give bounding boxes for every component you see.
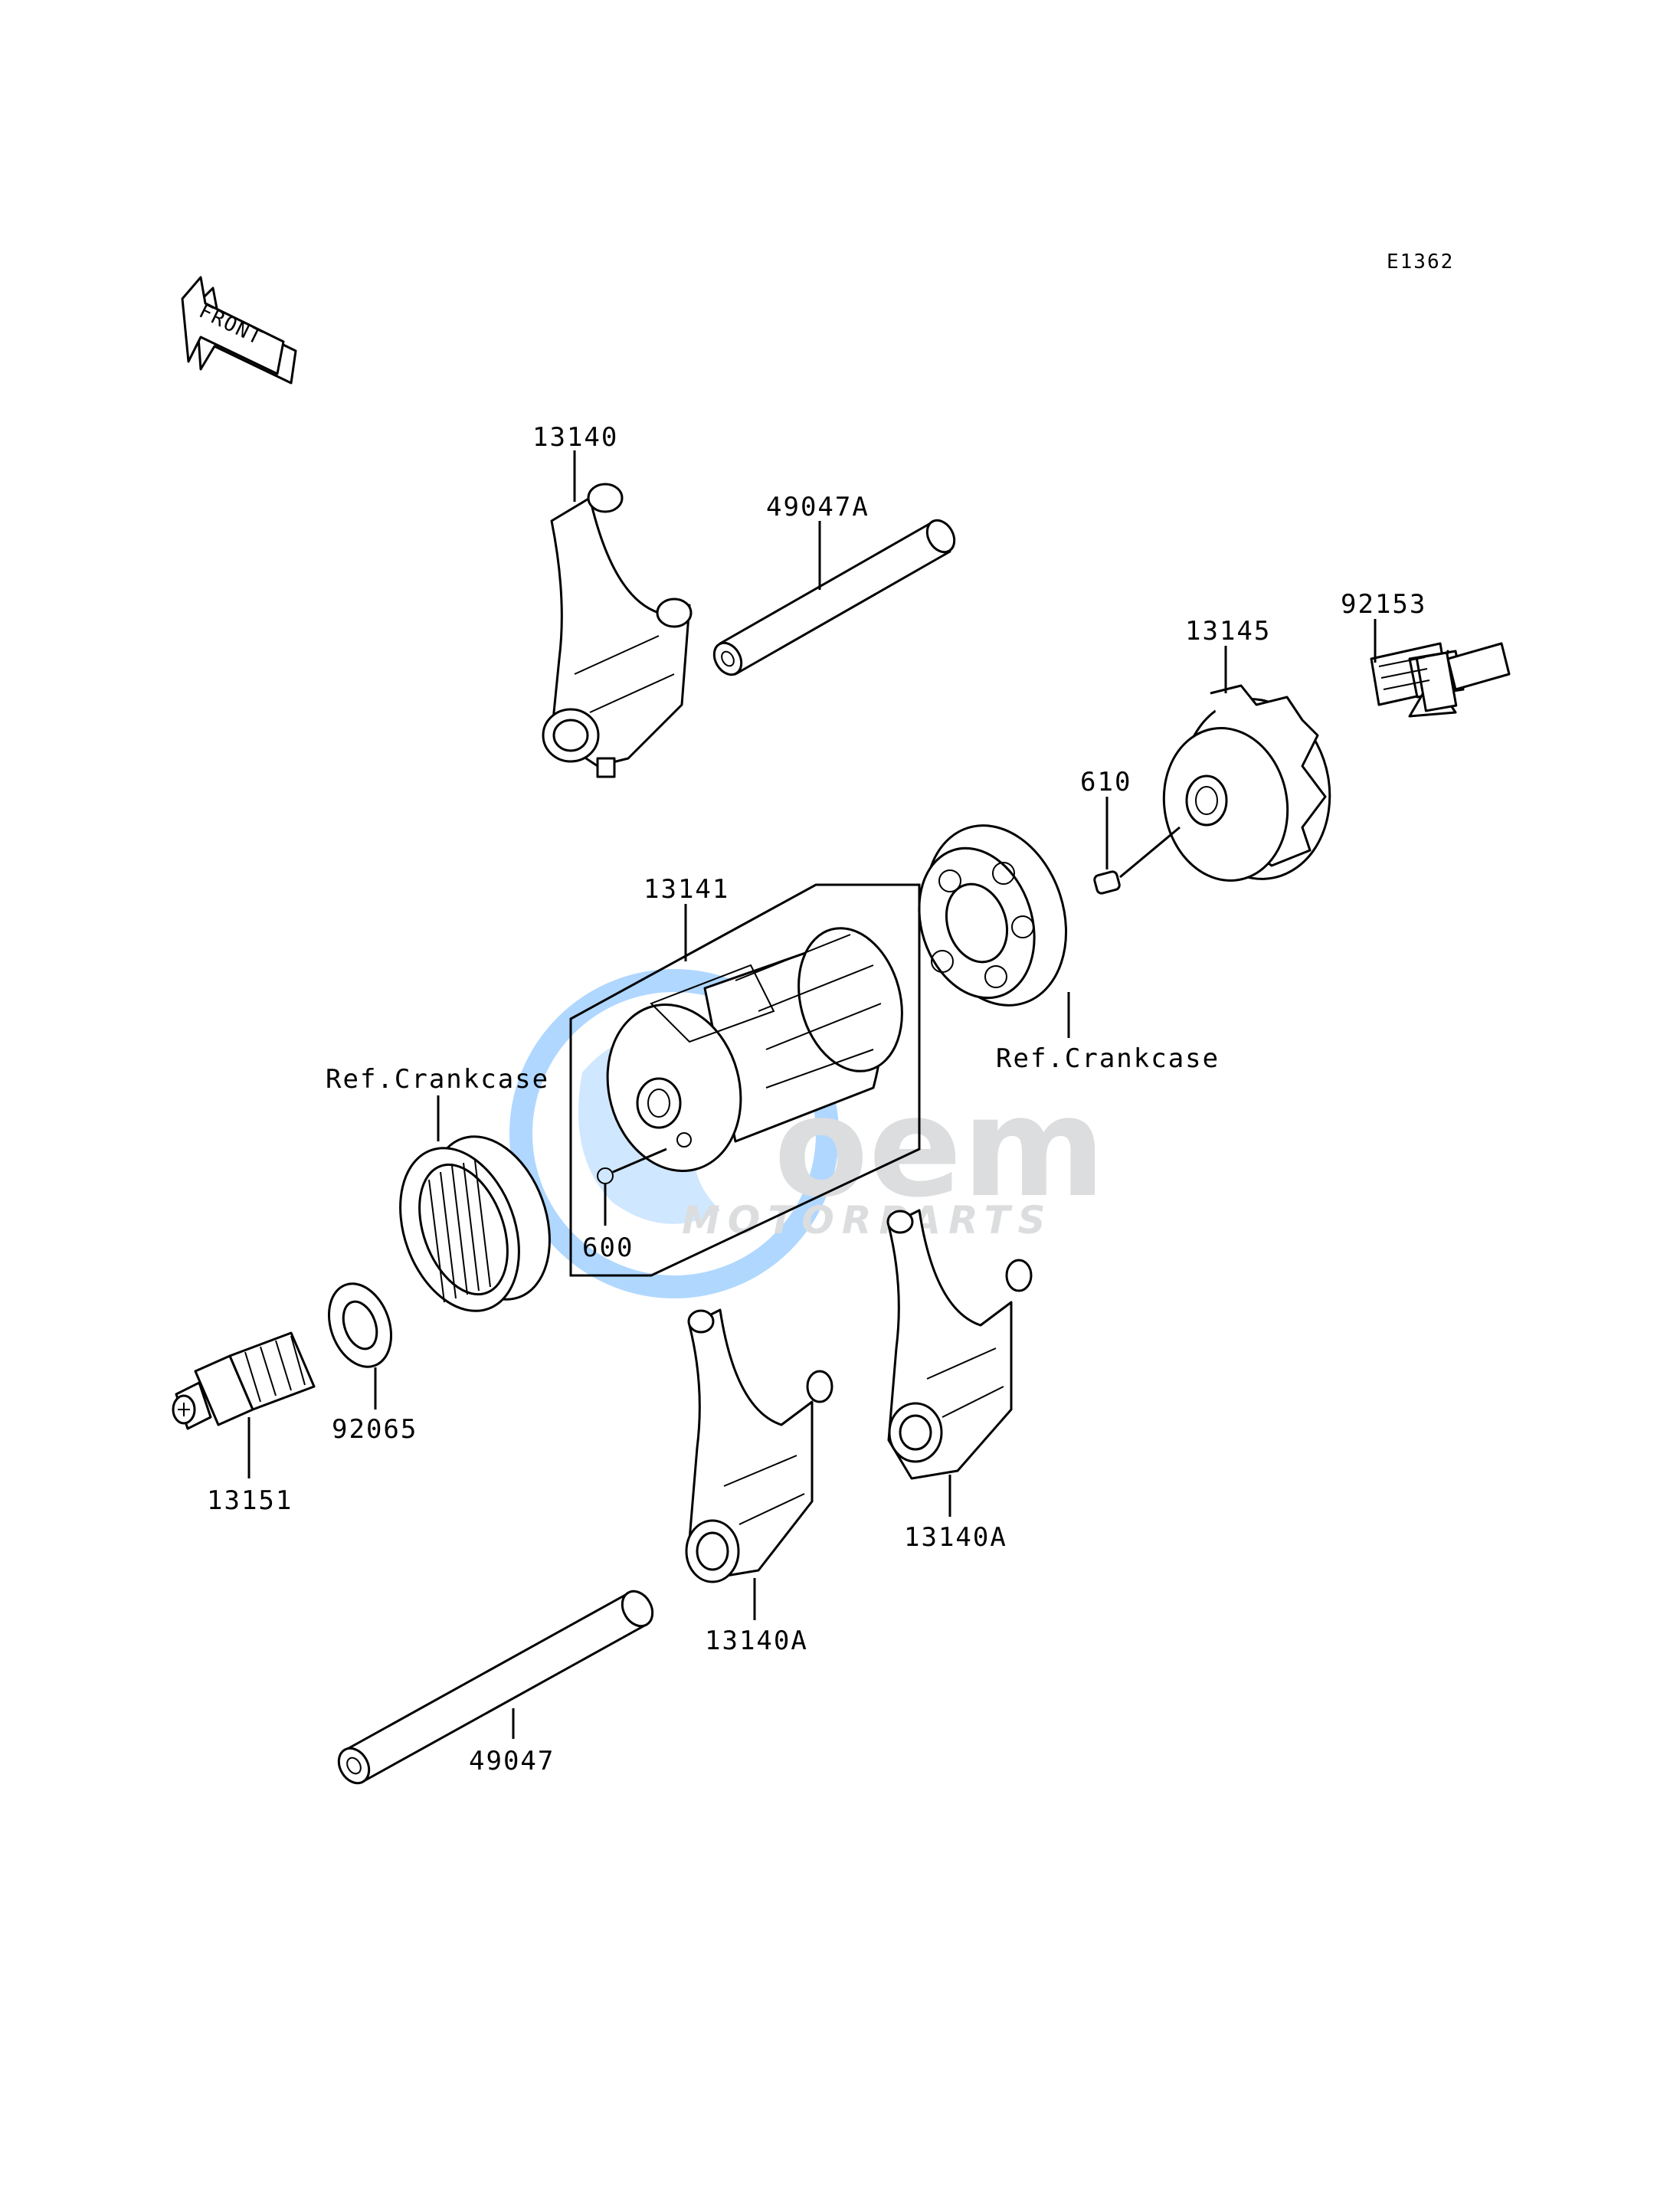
callout-13145: 13145 — [1185, 616, 1271, 647]
callout-600: 600 — [582, 1233, 634, 1263]
bearing-ref-crankcase-left — [399, 1135, 551, 1312]
shaft-49047A — [712, 519, 956, 676]
pin-610 — [1093, 826, 1181, 895]
bearing-ref-crankcase-right — [918, 824, 1068, 1007]
callout-92065: 92065 — [332, 1414, 418, 1445]
plate-13145 — [1162, 684, 1331, 882]
callout-13151: 13151 — [207, 1485, 293, 1516]
washer-92065 — [327, 1282, 393, 1368]
bolt-92153 — [1370, 642, 1511, 718]
switch-13151 — [172, 1331, 316, 1430]
callout-13140A-right: 13140A — [904, 1522, 1007, 1553]
callout-610: 610 — [1080, 767, 1131, 797]
callout-13141: 13141 — [644, 874, 729, 905]
shift-fork-13140 — [542, 483, 693, 778]
callout-13140: 13140 — [532, 422, 618, 453]
shift-drum-13141 — [569, 883, 921, 1277]
shaft-49047 — [337, 1590, 654, 1785]
shift-fork-13140A-right — [886, 1209, 1033, 1480]
callout-49047: 49047 — [469, 1746, 555, 1776]
callout-ref-crankcase-left: Ref.Crankcase — [326, 1064, 549, 1095]
diagram-code: E1362 — [1387, 250, 1454, 273]
shift-fork-13140A-left — [685, 1308, 833, 1583]
callout-49047A: 49047A — [766, 492, 869, 522]
watermark-sub: MOTORPARTS — [682, 1198, 1053, 1243]
callout-ref-crankcase-right: Ref.Crankcase — [996, 1043, 1220, 1074]
callout-13140A-left: 13140A — [705, 1626, 808, 1656]
front-arrow-icon: FRONT — [181, 276, 297, 385]
callout-92153: 92153 — [1341, 589, 1426, 620]
